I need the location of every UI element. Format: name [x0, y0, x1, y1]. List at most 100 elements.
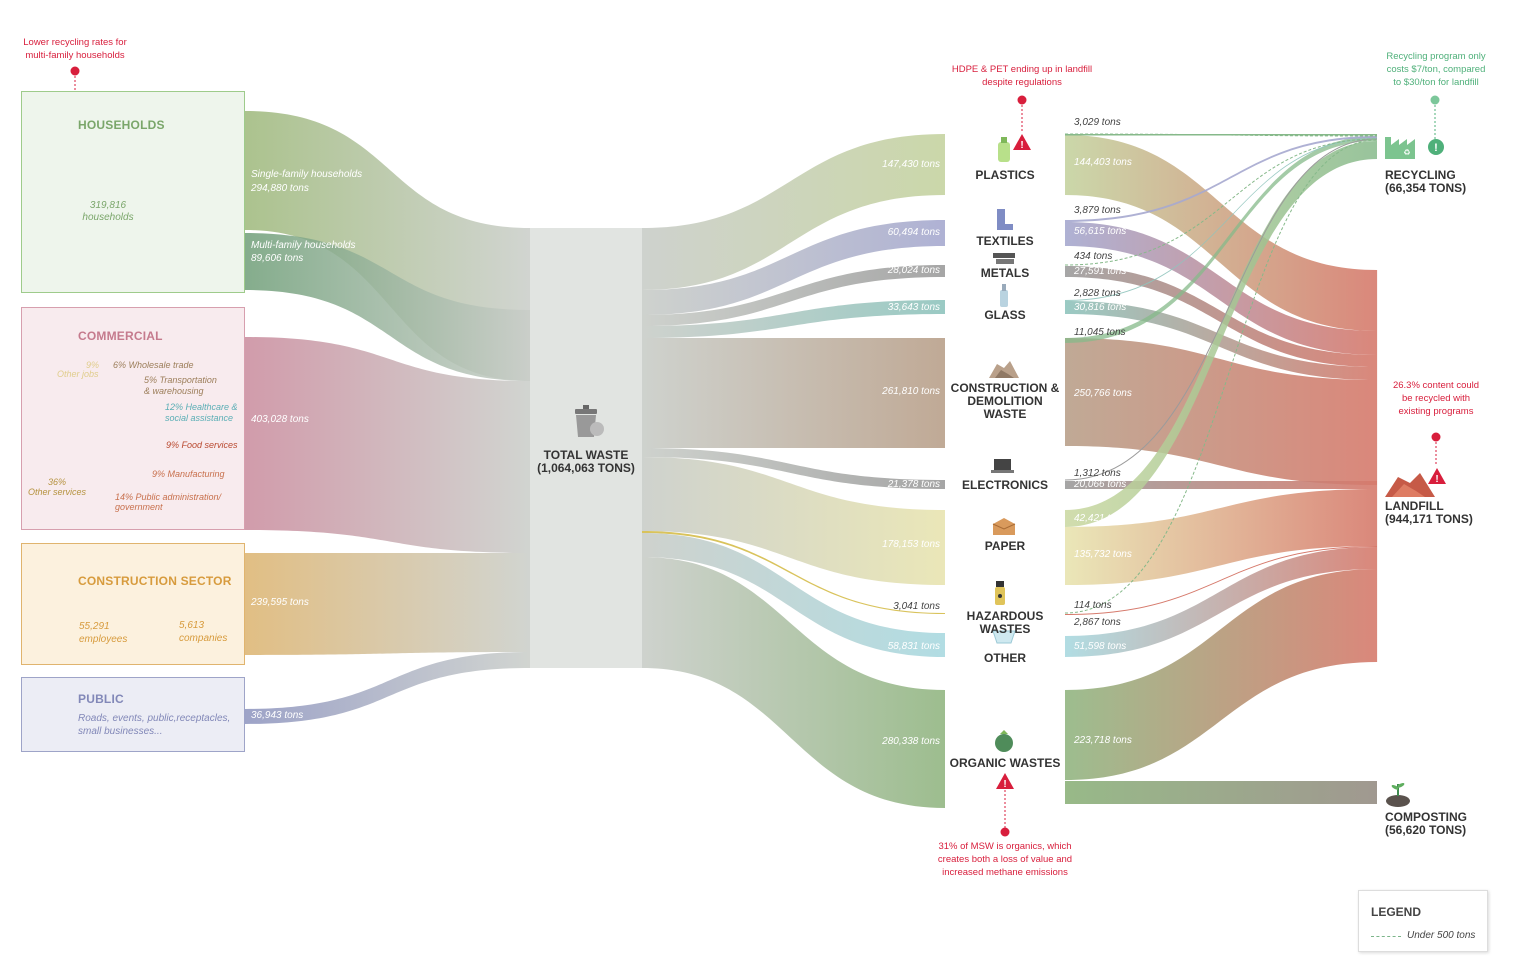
outflow-value-hazardous-recycle: 114 tons: [1074, 600, 1112, 611]
organic-bag-icon: [995, 730, 1013, 752]
flow-to-metals: [642, 265, 945, 326]
legend: LEGEND Under 500 tons: [1358, 890, 1488, 952]
note-line-1: Recycling program only: [1386, 51, 1486, 62]
laptop-icon: [991, 459, 1014, 473]
outflow-value-textiles-landfill: 56,615 tons: [1074, 226, 1127, 237]
flow-textiles-landfill: [1065, 222, 1377, 355]
flow-to-other: [642, 533, 945, 657]
households-note: Lower recycling rates for multi-family h…: [5, 36, 145, 62]
outflow-value-other-landfill: 51,598 tons: [1074, 641, 1127, 652]
outflow-value-metals-recycle: 434 tons: [1074, 251, 1113, 262]
inflow-value-plastics: 147,430 tons: [882, 159, 940, 170]
trash-can-icon: [575, 405, 604, 437]
flow-public: [245, 652, 530, 724]
note-dot: [70, 66, 80, 76]
flow-paper-recycling: [1065, 141, 1377, 527]
construction-employees: 55,291: [79, 621, 110, 632]
rubble-icon: [989, 361, 1019, 378]
note-line-1: 26.3% content could: [1392, 380, 1480, 391]
organics-note: 31% of MSW is organics, which creates bo…: [915, 840, 1095, 879]
other-label: OTHER: [984, 651, 1026, 665]
warning-icon: !: [996, 773, 1014, 790]
households-box: [21, 91, 245, 293]
recycling-cost-note: Recycling program only costs $7/ton, com…: [1370, 50, 1502, 89]
outflow-value-organic-landfill: 223,718 tons: [1074, 735, 1132, 746]
outflow-value-paper-recycle: 42,421 tons: [1074, 513, 1127, 524]
hdpe-note: HDPE & PET ending up in landfill despite…: [932, 63, 1112, 89]
commercial-title: COMMERCIAL: [78, 329, 163, 343]
public-desc-1: Roads, events, public,receptacles,: [78, 713, 231, 724]
flow-commercial: [245, 337, 530, 553]
flow-plastics-landfill: [1065, 135, 1377, 331]
construction-box: [21, 543, 245, 665]
electronics-label: ELECTRONICS: [961, 478, 1048, 492]
note-dot: [1000, 827, 1010, 837]
flow-electronics-recycling: [1064, 138, 1378, 481]
landfill-content-note: 26.3% content could be recycled with exi…: [1375, 379, 1497, 418]
flow-to-electronics: [642, 448, 945, 489]
public-desc-2: small businesses...: [78, 726, 163, 737]
warning-icon: !: [1013, 134, 1031, 151]
paper-label: PAPER: [984, 539, 1026, 553]
recycling-value: (66,354 TONS): [1385, 181, 1467, 195]
outflow-value-glass-recycle: 2,828 tons: [1074, 288, 1121, 299]
note-line-1: Lower recycling rates for: [23, 37, 127, 48]
donut-label-manufacturing: 9% Manufacturing: [152, 469, 225, 479]
flow-to-cd: [642, 338, 945, 448]
outflow-value-electronics-landfill: 20,066 tons: [1074, 479, 1127, 490]
donut-label-public-1: 14% Public administration/: [115, 492, 222, 502]
glass-label: GLASS: [984, 308, 1026, 322]
composting-label: COMPOSTING (56,620 TONS): [1385, 811, 1467, 837]
landfill-value: (944,171 TONS): [1385, 512, 1473, 526]
public-value: 36,943 tons: [251, 710, 304, 721]
svg-text:!: !: [1434, 142, 1438, 154]
inflow-value-other: 58,831 tons: [887, 641, 940, 652]
public-box: [21, 677, 245, 752]
landfill-title: LANDFILL: [1385, 499, 1444, 513]
flow-other-landfill: [1065, 547, 1377, 657]
composting-title: COMPOSTING: [1385, 810, 1468, 824]
donut-label-transport-1: 5% Transportation: [144, 375, 217, 385]
outflow-value-cd-recycle: 11,045 tons: [1074, 327, 1126, 338]
single-family-label: Single-family households: [251, 169, 363, 180]
total-title: TOTAL WASTE: [543, 448, 629, 462]
flow-hazardous-landfill: [1065, 546, 1377, 615]
flow-to-organic: [642, 557, 945, 808]
donut-label-other-services: Other services: [28, 487, 87, 497]
outflow-value-glass-landfill: 30,816 tons: [1074, 302, 1127, 313]
flow-organic-landfill: [1065, 569, 1377, 780]
flow-construction: [245, 553, 530, 655]
flow-to-paper: [642, 457, 945, 585]
inflow-value-hazardous: 3,041 tons: [893, 601, 940, 612]
inflow-value-paper: 178,153 tons: [882, 539, 940, 550]
hazardous-label: HAZARDOUS WASTES: [966, 609, 1044, 636]
flow-metals-landfill: [1065, 266, 1377, 367]
glass-bottle-icon: [1000, 284, 1008, 307]
metal-bars-icon: [993, 253, 1015, 264]
svg-text:!: !: [1435, 474, 1438, 485]
inflow-value-metals: 28,024 tons: [887, 265, 940, 276]
donut-label-public-2: government: [115, 502, 163, 512]
legend-dash-sample: [1371, 936, 1401, 937]
spray-bottle-icon: [995, 581, 1005, 605]
commercial-box: [21, 307, 245, 530]
construction-employees-label: employees: [79, 634, 128, 645]
inflow-value-cd: 261,810 tons: [882, 386, 940, 397]
flow-to-plastics: [642, 134, 945, 290]
composting-value: (56,620 TONS): [1385, 823, 1467, 837]
svg-text:♻: ♻: [1403, 148, 1410, 157]
flow-paper-landfill: [1065, 489, 1377, 585]
recycling-label: RECYCLING (66,354 TONS): [1385, 169, 1466, 195]
donut-label-transport-2: & warehousing: [144, 386, 204, 396]
inflow-value-organic: 280,338 tons: [882, 736, 940, 747]
legend-item-label: Under 500 tons: [1407, 930, 1476, 941]
plastic-bottle-icon: [998, 137, 1010, 162]
note-line-3: increased methane emissions: [942, 867, 1068, 878]
note-line-2: multi-family households: [25, 50, 125, 61]
outflow-value-plastics-landfill: 144,403 tons: [1074, 157, 1132, 168]
note-dot: [1431, 432, 1441, 442]
commercial-value: 403,028 tons: [251, 414, 309, 425]
households-count-label: households: [82, 212, 134, 223]
note-line-3: to $30/ton for landfill: [1393, 77, 1479, 88]
construction-value: 239,595 tons: [251, 597, 309, 608]
